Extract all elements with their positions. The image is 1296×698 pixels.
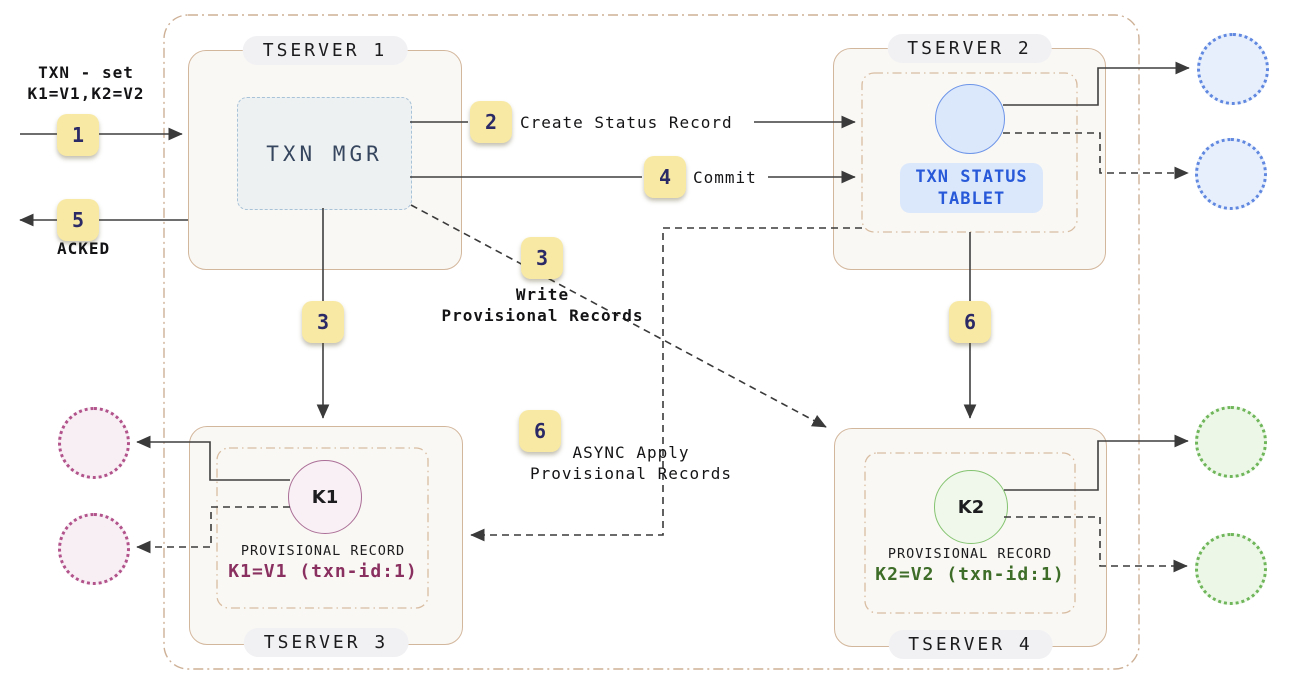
step-badge-6-labeled: 6	[519, 410, 561, 452]
step2-label: Create Status Record	[520, 113, 733, 132]
step6-label-line1: ASYNC Apply	[572, 443, 690, 462]
step-badge-3-labeled: 3	[521, 237, 563, 279]
tserver2-label: TSERVER 2	[887, 34, 1052, 63]
client-request-line1: TXN - set	[38, 63, 134, 82]
step6-label: ASYNC Apply Provisional Records	[520, 442, 742, 484]
client-request-label: TXN - set K1=V1,K2=V2	[6, 62, 166, 104]
tserver2-box: TSERVER 2	[833, 34, 1106, 270]
k2-tablet-circle: K2	[934, 470, 1008, 544]
replica-circle-green-2	[1195, 533, 1267, 605]
tserver1-label: TSERVER 1	[242, 36, 408, 65]
tserver3-label: TSERVER 3	[243, 628, 409, 657]
step6-label-line2: Provisional Records	[529, 464, 733, 483]
replica-circle-blue-1	[1197, 33, 1269, 105]
k1-tablet-circle: K1	[288, 460, 362, 534]
tserver4-record-title: PROVISIONAL RECORD	[887, 546, 1053, 562]
txn-status-tablet-badge: TXN STATUS TABLET	[900, 163, 1043, 213]
step3-label: Write Provisional Records	[430, 284, 655, 326]
txn-status-tablet-line2: TABLET	[937, 189, 1006, 209]
step4-label: Commit	[693, 168, 757, 187]
step-badge-3-vertical: 3	[302, 301, 344, 343]
tserver4-label: TSERVER 4	[888, 630, 1053, 659]
step-badge-1: 1	[57, 114, 99, 156]
txn-status-tablet-line1: TXN STATUS	[915, 167, 1028, 187]
step3-label-line2: Provisional Records	[441, 306, 644, 325]
replica-circle-pink-2	[58, 513, 130, 585]
replica-circle-pink-1	[58, 407, 130, 479]
client-request-line2: K1=V1,K2=V2	[27, 84, 145, 103]
tserver3-record-title: PROVISIONAL RECORD	[240, 543, 406, 559]
txn-mgr-box: TXN MGR	[237, 97, 412, 210]
replica-circle-blue-2	[1195, 138, 1267, 210]
step3-label-line1: Write	[515, 285, 570, 304]
replica-circle-green-1	[1195, 406, 1267, 478]
tserver3-record-value: K1=V1 (txn-id:1)	[228, 561, 418, 582]
txn-status-tablet-circle	[935, 84, 1005, 154]
acked-label: ACKED	[57, 239, 111, 258]
step-badge-4: 4	[644, 156, 686, 198]
step-badge-5: 5	[57, 199, 99, 241]
step-badge-6-vertical: 6	[949, 301, 991, 343]
tserver3-box: TSERVER 3	[189, 426, 463, 657]
tserver4-record-value: K2=V2 (txn-id:1)	[875, 564, 1065, 585]
step-badge-2: 2	[470, 101, 512, 143]
